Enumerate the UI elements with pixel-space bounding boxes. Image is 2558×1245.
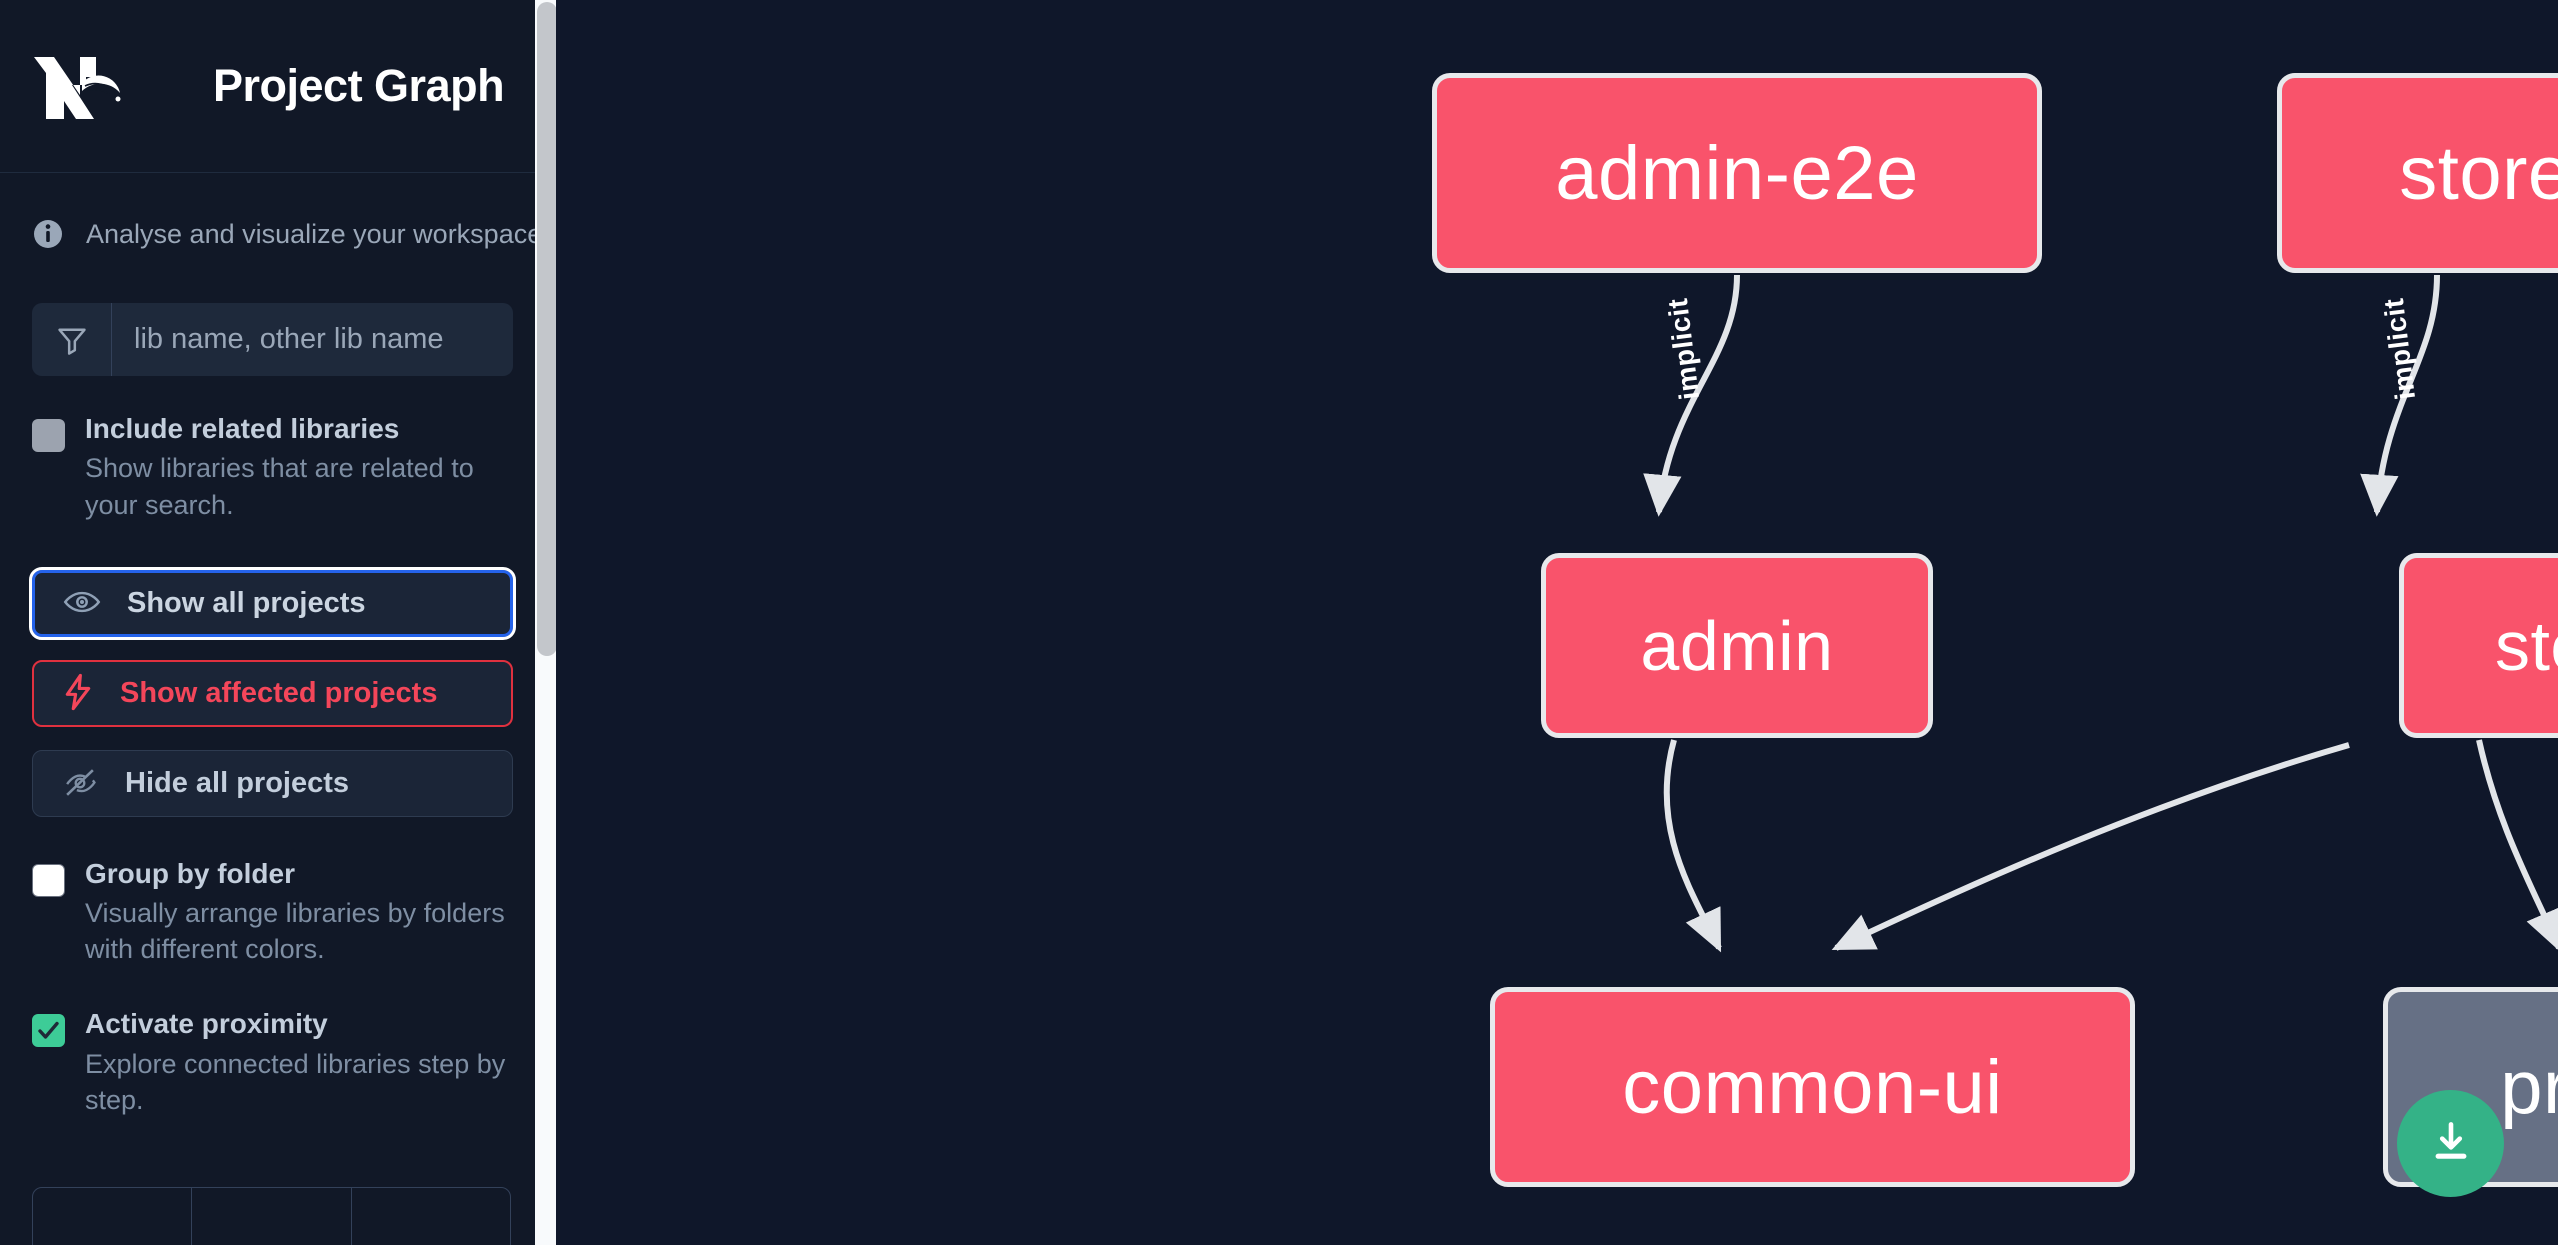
graph-node-admin[interactable]: admin	[1541, 553, 1933, 738]
sidebar-divider	[556, 0, 559, 1245]
eye-off-icon	[61, 767, 99, 800]
segment-1[interactable]	[33, 1188, 193, 1245]
edge-admin-to-common-ui	[1663, 739, 1722, 953]
show-all-projects-label: Show all projects	[127, 586, 366, 619]
segment-2[interactable]	[192, 1188, 352, 1245]
download-icon	[2428, 1119, 2474, 1168]
graph-edges	[1643, 274, 2558, 953]
nx-logo	[32, 53, 128, 119]
edge-store-to-products	[2476, 739, 2558, 953]
sidebar-scrollbar[interactable]	[535, 0, 559, 1245]
download-graph-button[interactable]	[2397, 1090, 2504, 1197]
hide-all-projects-label: Hide all projects	[125, 766, 350, 799]
option-description: Visually arrange libraries by folders wi…	[85, 898, 505, 965]
segment-3[interactable]	[352, 1188, 510, 1245]
option-label: Group by folder	[85, 857, 295, 889]
graph-node-store-e2e[interactable]: store-e2e	[2277, 73, 2558, 273]
option-group-by-folder[interactable]: Group by folder Visually arrange librari…	[0, 817, 545, 968]
show-affected-projects-label: Show affected projects	[120, 676, 438, 709]
graph-node-common-ui[interactable]: common-ui	[1490, 987, 2135, 1187]
hide-all-projects-button[interactable]: Hide all projects	[32, 749, 513, 817]
option-label: Include related libraries	[85, 413, 400, 444]
option-include-related-libraries[interactable]: Include related libraries Show libraries…	[0, 376, 545, 523]
graph-node-store[interactable]: store	[2399, 553, 2558, 738]
option-label: Activate proximity	[85, 1008, 328, 1040]
graph-node-admin-e2e[interactable]: admin-e2e	[1432, 73, 2042, 273]
workspace-info: Analyse and visualize your workspace.	[0, 173, 550, 250]
bottom-segmented-control[interactable]	[32, 1187, 511, 1245]
sidebar-scrollbar-thumb[interactable]	[537, 2, 557, 656]
graph-canvas[interactable]: admin-e2e store-e2e admin store common-u…	[559, 0, 2558, 1245]
option-description: Show libraries that are related to your …	[85, 453, 474, 520]
search-input[interactable]	[112, 303, 513, 376]
info-text: Analyse and visualize your workspace.	[86, 218, 550, 249]
edge-store-e2e-to-store	[2360, 274, 2440, 517]
checkbox-include-related-libraries[interactable]	[32, 419, 65, 452]
option-description: Explore connected libraries step by step…	[85, 1048, 506, 1116]
checkbox-activate-proximity[interactable]	[32, 1014, 65, 1048]
edge-store-to-common-ui	[1831, 742, 2350, 951]
show-all-projects-button[interactable]: Show all projects	[29, 566, 516, 640]
option-activate-proximity[interactable]: Activate proximity Explore connected lib…	[0, 967, 545, 1118]
page-title: Project Graph	[213, 60, 505, 111]
visibility-button-group: Show all projects Show affected projects	[29, 566, 516, 817]
sidebar-header: Project Graph	[0, 0, 545, 173]
eye-icon	[63, 588, 101, 619]
edge-admin-e2e-to-admin	[1643, 274, 1740, 517]
show-affected-projects-button[interactable]: Show affected projects	[32, 659, 513, 727]
info-icon	[32, 218, 64, 250]
checkbox-group-by-folder[interactable]	[32, 863, 65, 897]
sidebar: Project Graph Analyse and visualize your…	[0, 0, 559, 1245]
filter-field[interactable]	[32, 303, 513, 376]
lightning-bolt-icon	[62, 673, 94, 714]
funnel-icon	[32, 303, 112, 376]
